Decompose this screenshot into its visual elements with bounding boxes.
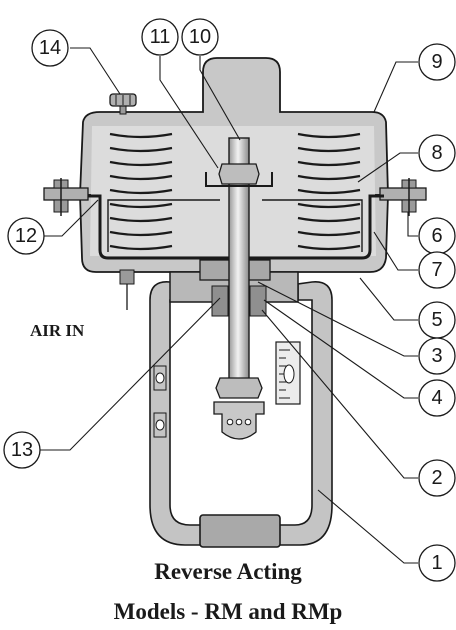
- svg-text:13: 13: [11, 439, 33, 461]
- svg-text:2: 2: [431, 467, 442, 489]
- callout-12: 12: [7, 217, 45, 255]
- air-in-label: AIR IN: [30, 321, 85, 340]
- vent-plug: [109, 93, 137, 115]
- callout-13: 13: [3, 431, 41, 469]
- right-flange-bolt: [401, 178, 417, 216]
- diaphragm-plate: [107, 199, 363, 252]
- callout-6: 6: [418, 217, 456, 255]
- callout-7: 7: [418, 251, 456, 289]
- svg-text:4: 4: [431, 387, 442, 409]
- svg-text:3: 3: [431, 345, 442, 367]
- yoke-hole: [155, 372, 165, 384]
- callout-11: 11: [141, 18, 179, 56]
- stem-nut: [218, 163, 260, 185]
- caption-line-1: Reverse Acting: [154, 559, 302, 584]
- svg-text:6: 6: [431, 225, 442, 247]
- callout-4: 4: [418, 379, 456, 417]
- svg-text:12: 12: [15, 225, 37, 247]
- callout-3: 3: [418, 337, 456, 375]
- svg-text:9: 9: [431, 51, 442, 73]
- right-flange: [379, 187, 427, 201]
- yoke-boss: [199, 514, 281, 548]
- callout-9: 9: [418, 43, 456, 81]
- svg-text:8: 8: [431, 142, 442, 164]
- callout-8: 8: [418, 134, 456, 172]
- right-spring: [297, 132, 361, 251]
- svg-text:5: 5: [431, 309, 442, 331]
- callout-5: 5: [418, 301, 456, 339]
- leader-lines: [40, 47, 418, 564]
- actuator-stem: [205, 137, 273, 440]
- svg-text:1: 1: [431, 552, 442, 574]
- callout-1: 1: [418, 544, 456, 582]
- caption-line-2: Models - RM and RMp: [114, 599, 343, 624]
- air-inlet-fitting: [119, 269, 135, 310]
- callout-2: 2: [418, 459, 456, 497]
- svg-text:10: 10: [189, 26, 211, 48]
- stroke-scale: [275, 341, 301, 405]
- left-flange-bolt: [53, 178, 69, 216]
- left-flange: [43, 187, 89, 201]
- stem-guide: [205, 172, 273, 187]
- callout-10: 10: [181, 18, 219, 56]
- svg-text:7: 7: [431, 259, 442, 281]
- svg-text:11: 11: [150, 26, 171, 48]
- svg-text:14: 14: [39, 37, 61, 59]
- left-spring: [109, 132, 173, 251]
- yoke-hole: [155, 419, 165, 431]
- callout-14: 14: [31, 29, 69, 67]
